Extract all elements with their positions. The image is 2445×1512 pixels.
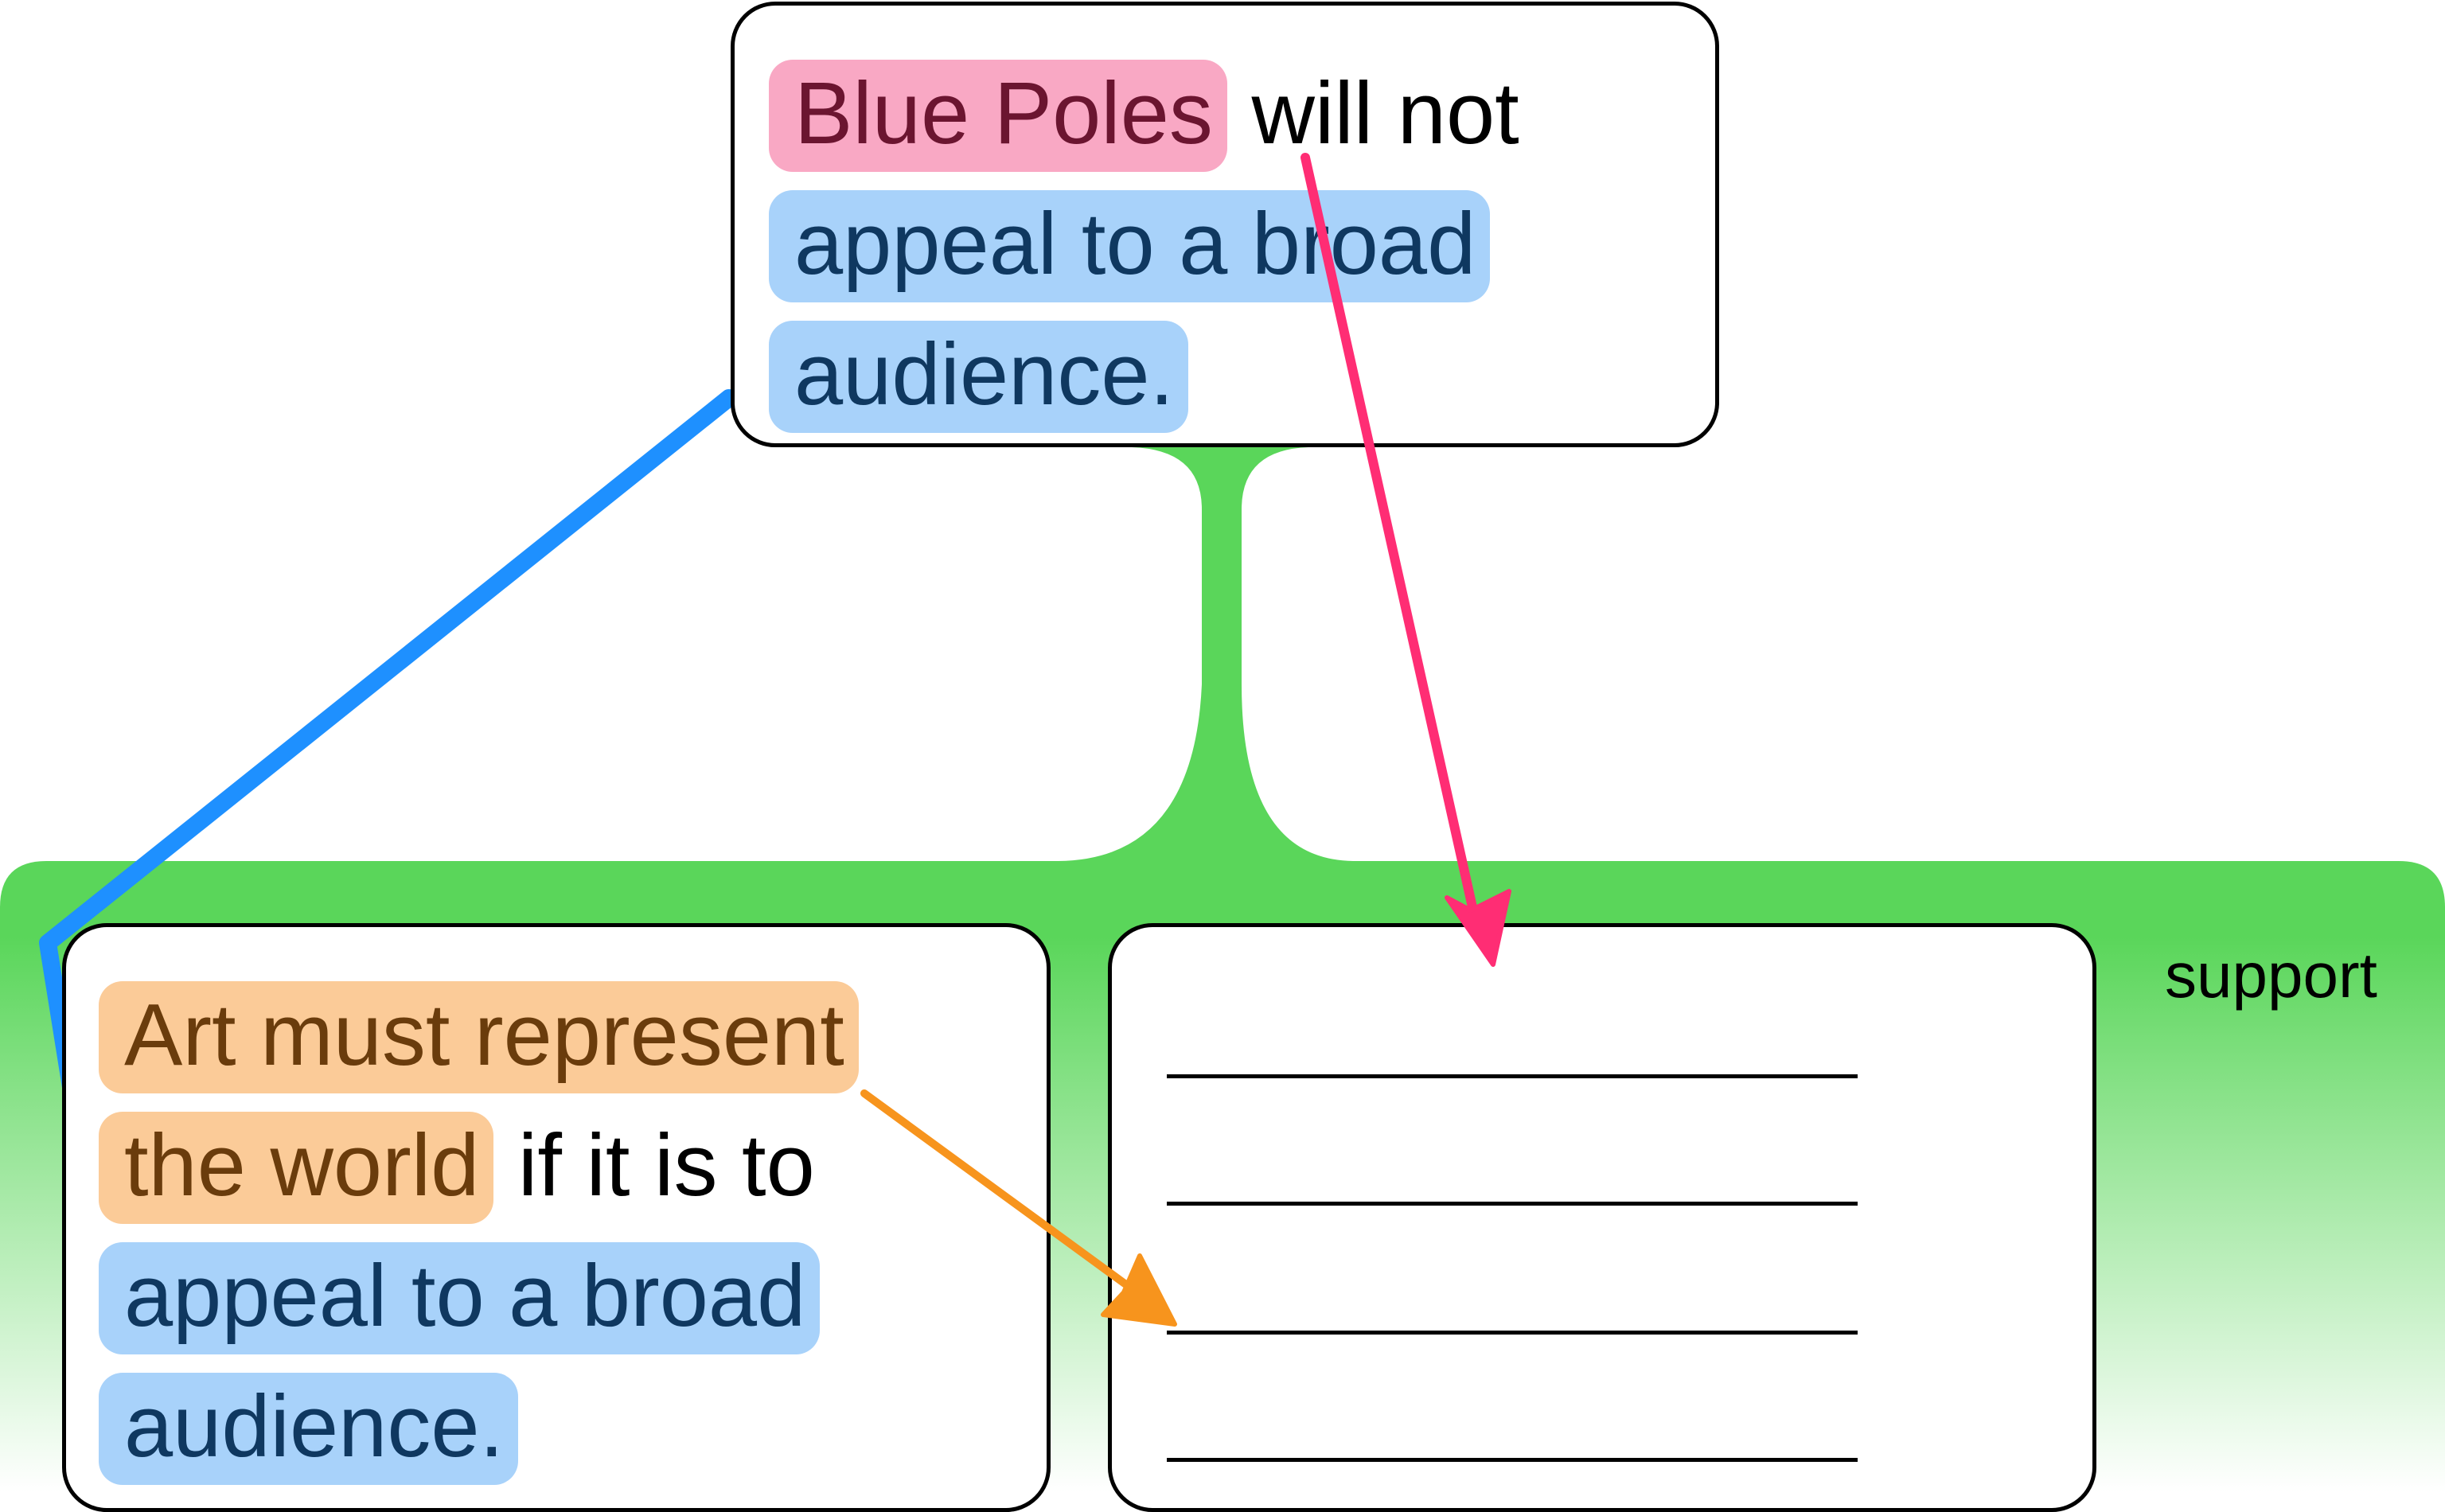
predicate-highlight: appeal to a broad <box>769 190 1491 302</box>
blank-line-4[interactable] <box>1167 1458 1858 1462</box>
conclusion-line-1: Blue Poles will not <box>769 60 1519 172</box>
predicate-highlight-premise: appeal to a broad <box>99 1242 821 1354</box>
support-connector <box>1059 439 1353 861</box>
support-label: support <box>2165 940 2377 1011</box>
premise-line-1: Art must represent <box>99 981 859 1093</box>
claim-highlight-end: the world <box>99 1112 494 1224</box>
blank-line-2[interactable] <box>1167 1202 1858 1206</box>
conclusion-line-3: audience. <box>769 321 1189 433</box>
premise-line-3: appeal to a broad <box>99 1242 821 1354</box>
conclusion-line-2: appeal to a broad <box>769 190 1491 302</box>
premise-line-4: audience. <box>99 1373 519 1485</box>
conclusion-line-1-rest: will not <box>1226 64 1519 162</box>
predicate-highlight-premise-end: audience. <box>99 1373 519 1485</box>
blank-line-1[interactable] <box>1167 1074 1858 1078</box>
blank-line-3[interactable] <box>1167 1331 1858 1335</box>
premise-line-2: the world if it is to <box>99 1112 815 1224</box>
predicate-highlight-end: audience. <box>769 321 1189 433</box>
claim-highlight: Art must represent <box>99 981 859 1093</box>
subject-highlight: Blue Poles <box>769 60 1227 172</box>
premise-line-2-rest: if it is to <box>493 1116 815 1214</box>
blank-premise-box[interactable] <box>1108 923 2096 1512</box>
